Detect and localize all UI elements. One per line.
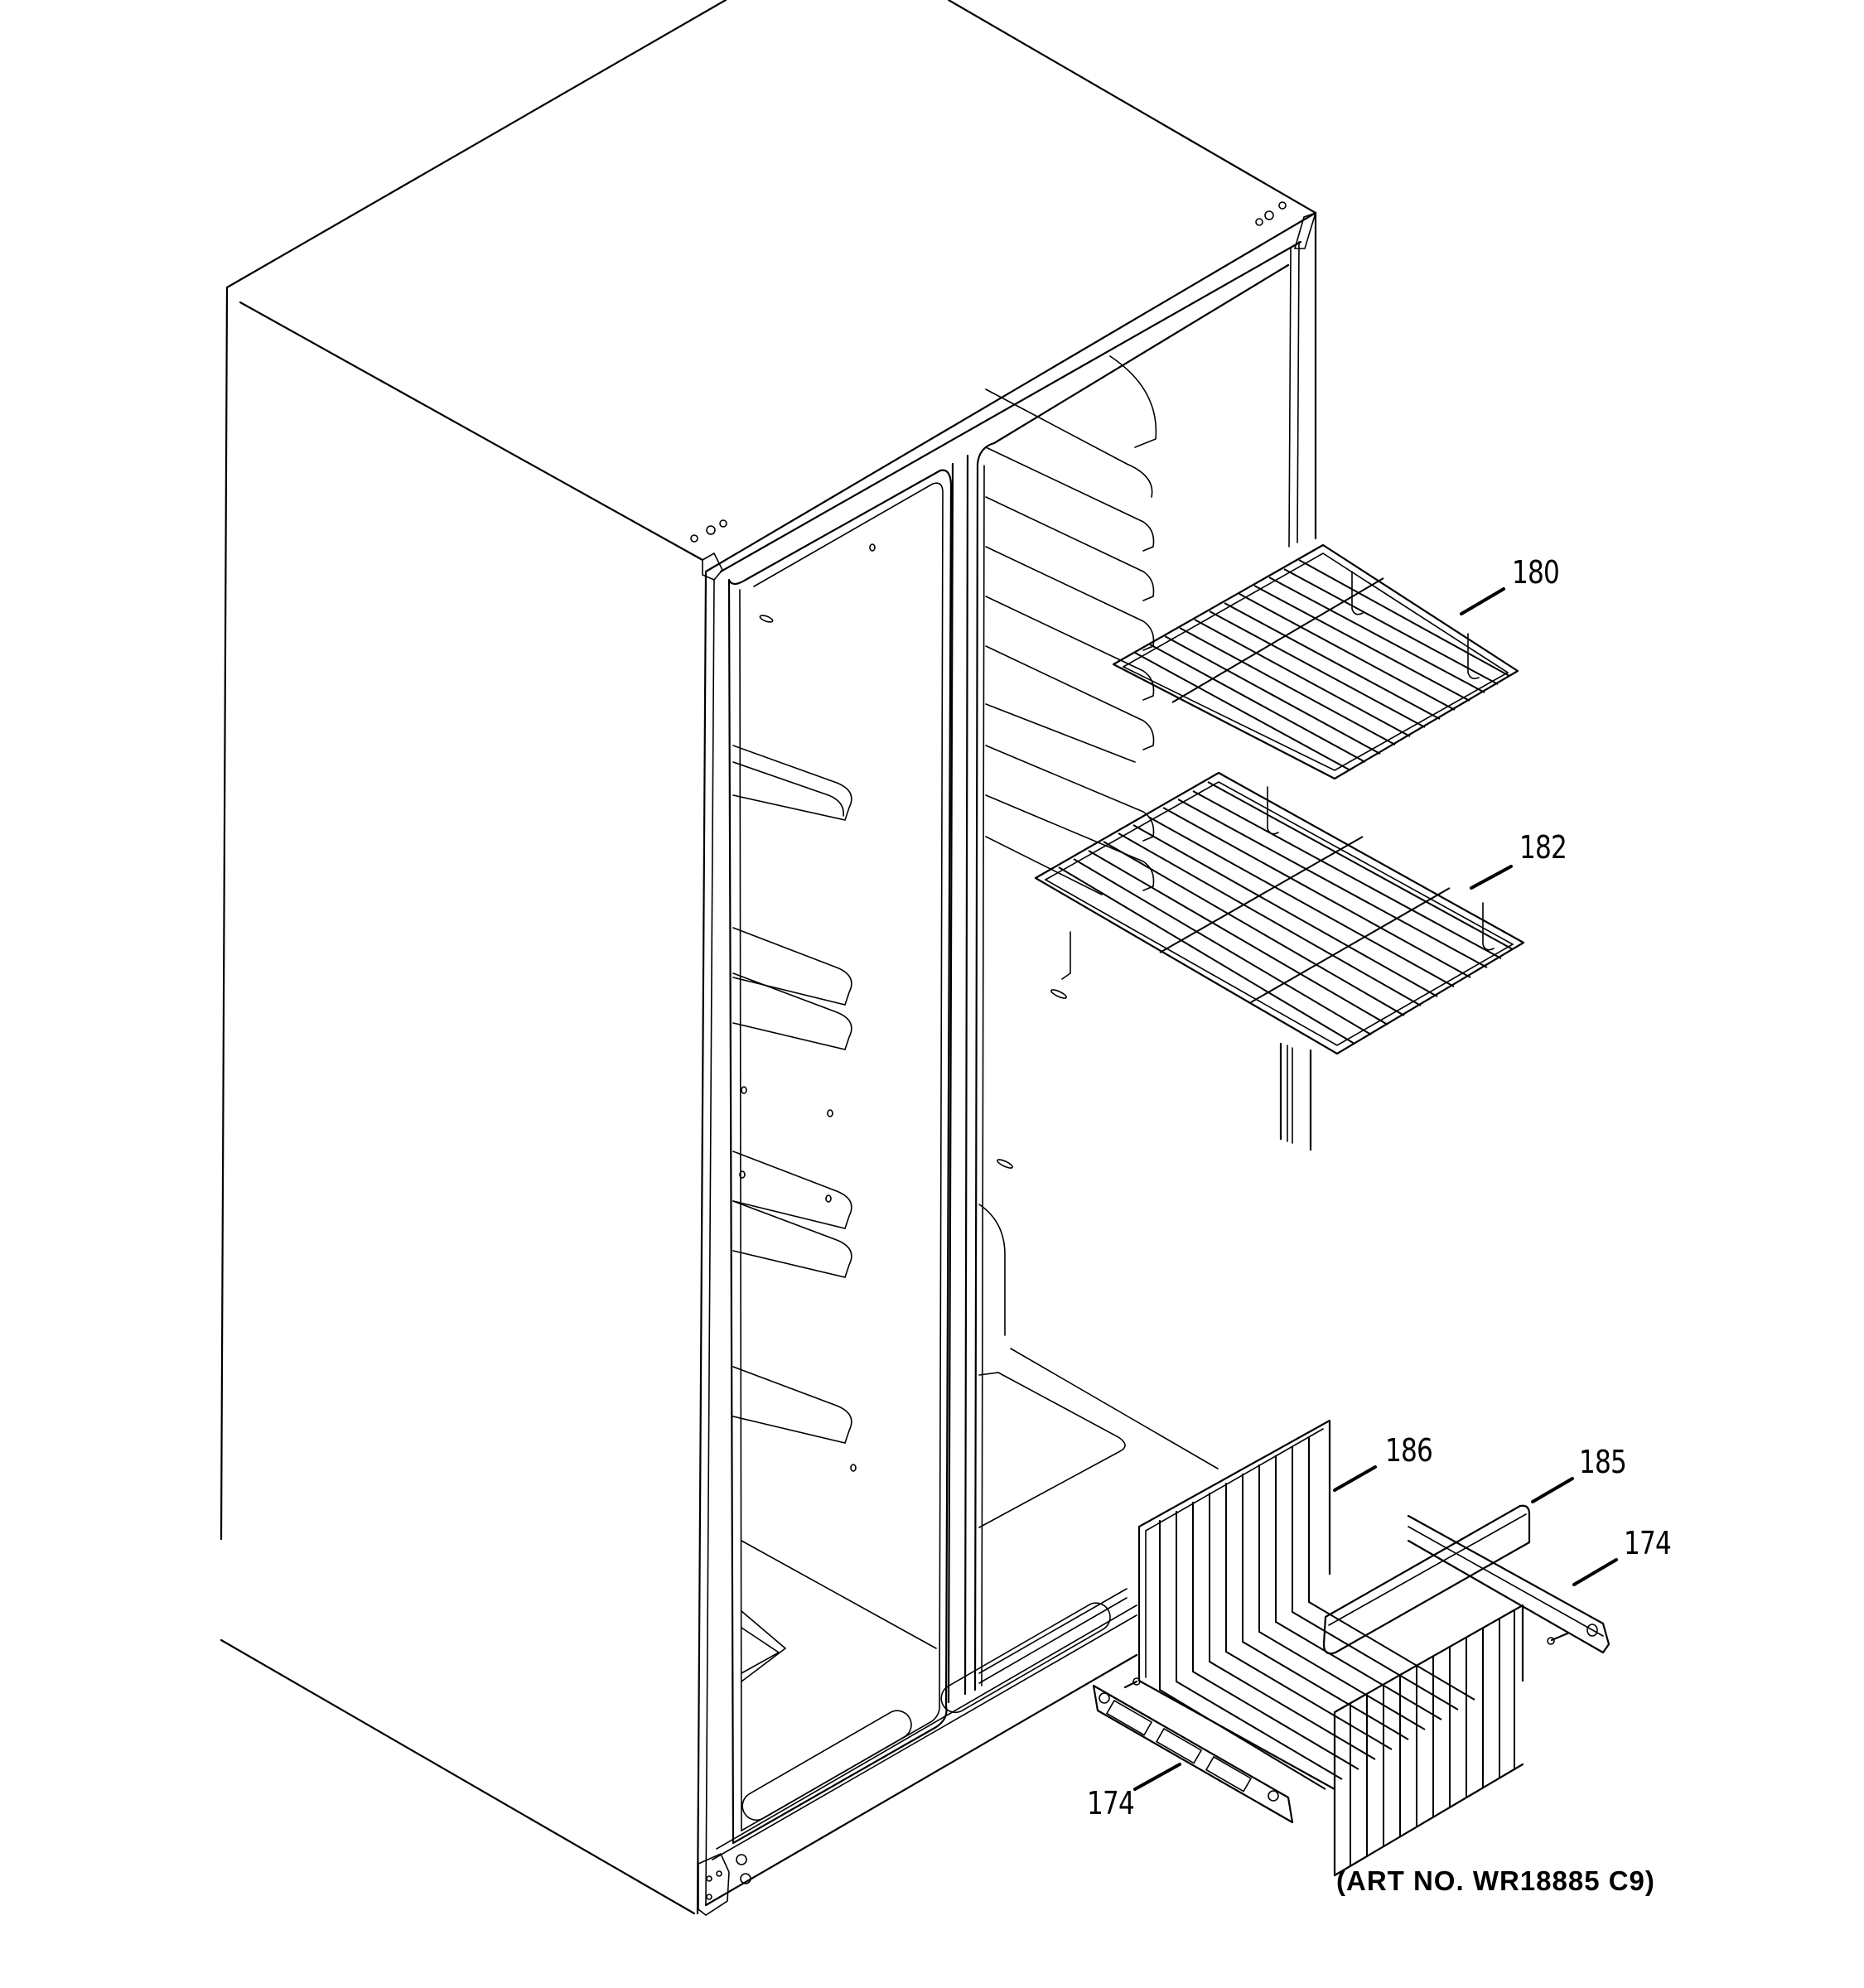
freezer-shelf-180	[1112, 543, 1519, 780]
callout-174-left: 174	[1087, 1785, 1135, 1822]
callout-182: 182	[1519, 829, 1567, 866]
leader-174-left	[1133, 1763, 1181, 1791]
leader-180	[1460, 587, 1505, 615]
fresh-food-compartment	[727, 454, 969, 1845]
art-number: (ART NO. WR18885 C9)	[1336, 1865, 1655, 1896]
slide-rail-174-right	[1407, 1514, 1610, 1654]
slide-rail-174-left	[1092, 1677, 1294, 1824]
basket-back-wires	[1159, 1437, 1475, 1790]
leader-174-right	[1572, 1558, 1618, 1586]
freezer-basket-186	[1137, 1419, 1524, 1877]
callout-185: 185	[1579, 1444, 1627, 1480]
freezer-compartment	[973, 263, 1312, 1691]
leader-lines	[1133, 587, 1618, 1791]
callout-186: 186	[1385, 1432, 1433, 1469]
leader-185	[1531, 1477, 1574, 1503]
callout-174-right: 174	[1624, 1525, 1672, 1561]
fresh-food-shelf-supports	[732, 745, 852, 1444]
shelf-182-wires	[1058, 781, 1514, 1045]
freezer-shelf-rails	[985, 355, 1157, 895]
leader-182	[1470, 865, 1513, 890]
shelf-180-wires	[1134, 559, 1510, 771]
callout-180: 180	[1512, 554, 1560, 591]
basket-handle-185	[1322, 1504, 1531, 1655]
freezer-shelf-182	[1034, 771, 1525, 1055]
basket-front-wires	[1350, 1609, 1515, 1866]
cabinet-shell	[220, 0, 1317, 1916]
leader-186	[1333, 1465, 1377, 1492]
